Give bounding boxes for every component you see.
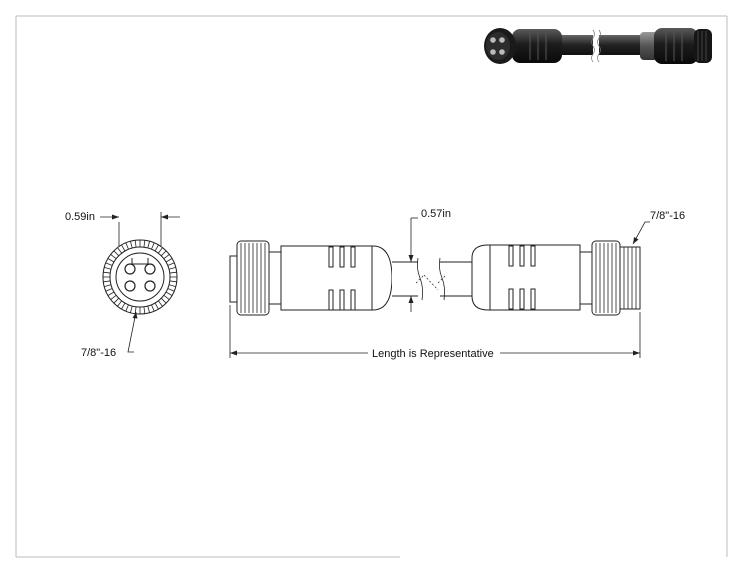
knurl-tooth: [157, 300, 163, 307]
knurl-tooth: [117, 300, 123, 307]
knurl-tooth: [107, 291, 115, 296]
knurl-tooth: [160, 297, 167, 304]
knurl-tooth: [117, 247, 123, 254]
cordset-photo-icon: [484, 28, 712, 64]
knurl-tooth: [125, 304, 129, 312]
knurl-tooth: [165, 258, 173, 263]
knurl-tooth: [105, 288, 113, 292]
knurl-tooth: [143, 306, 146, 314]
knurl-tooth: [160, 250, 167, 257]
overall-length-dimension: [229, 305, 641, 358]
knurl-tooth: [143, 240, 146, 248]
sheet-border: [15, 15, 728, 558]
knurl-tooth: [104, 284, 112, 287]
overall-length-label: Length is Representative: [372, 348, 494, 360]
knurl-tooth: [121, 302, 126, 310]
knurl-tooth: [147, 241, 150, 249]
knurl-tooth: [110, 294, 117, 300]
knurl-tooth: [154, 302, 159, 310]
knurl-tooth: [113, 297, 120, 304]
knurl-tooth: [103, 280, 111, 283]
knurl-tooth: [125, 242, 129, 250]
knurl-tooth: [147, 305, 150, 313]
knurl-tooth: [130, 241, 133, 249]
knurl-tooth: [167, 288, 175, 292]
knurl-tooth: [134, 306, 137, 314]
knurl-tooth: [169, 280, 177, 283]
knurl-tooth: [121, 244, 126, 252]
knurl-tooth: [104, 267, 112, 270]
knurl-tooth: [168, 284, 176, 287]
knurl-tooth: [163, 254, 170, 260]
male-thread-leader: [632, 221, 650, 245]
knurl-tooth: [151, 242, 155, 250]
knurl-tooth: [163, 294, 170, 300]
cable-diameter-label: 0.57in: [421, 208, 451, 220]
knurl-tooth: [110, 254, 117, 260]
knurl-tooth: [168, 267, 176, 270]
end-thread-leader: [127, 311, 138, 353]
knurl-tooth: [167, 262, 175, 266]
male-thread-label: 7/8"-16: [650, 210, 685, 222]
knurl-tooth: [134, 240, 137, 248]
knurl-tooth: [154, 244, 159, 252]
knurl-tooth: [103, 271, 111, 274]
knurl-tooth: [105, 262, 113, 266]
knurl-tooth: [165, 291, 173, 296]
end-width-dimension: [100, 212, 180, 247]
end-thread-label: 7/8"-16: [81, 347, 116, 359]
knurl-tooth: [113, 250, 120, 257]
cable-diameter-dimension: [408, 217, 418, 312]
female-connector-end-view-icon: [102, 239, 178, 315]
knurl-tooth: [107, 258, 115, 263]
knurl-tooth: [151, 304, 155, 312]
end-width-label: 0.59in: [65, 211, 95, 223]
knurl-tooth: [157, 247, 163, 254]
knurl-tooth: [169, 271, 177, 274]
knurl-tooth: [130, 305, 133, 313]
cordset-side-view-icon: [229, 240, 641, 316]
